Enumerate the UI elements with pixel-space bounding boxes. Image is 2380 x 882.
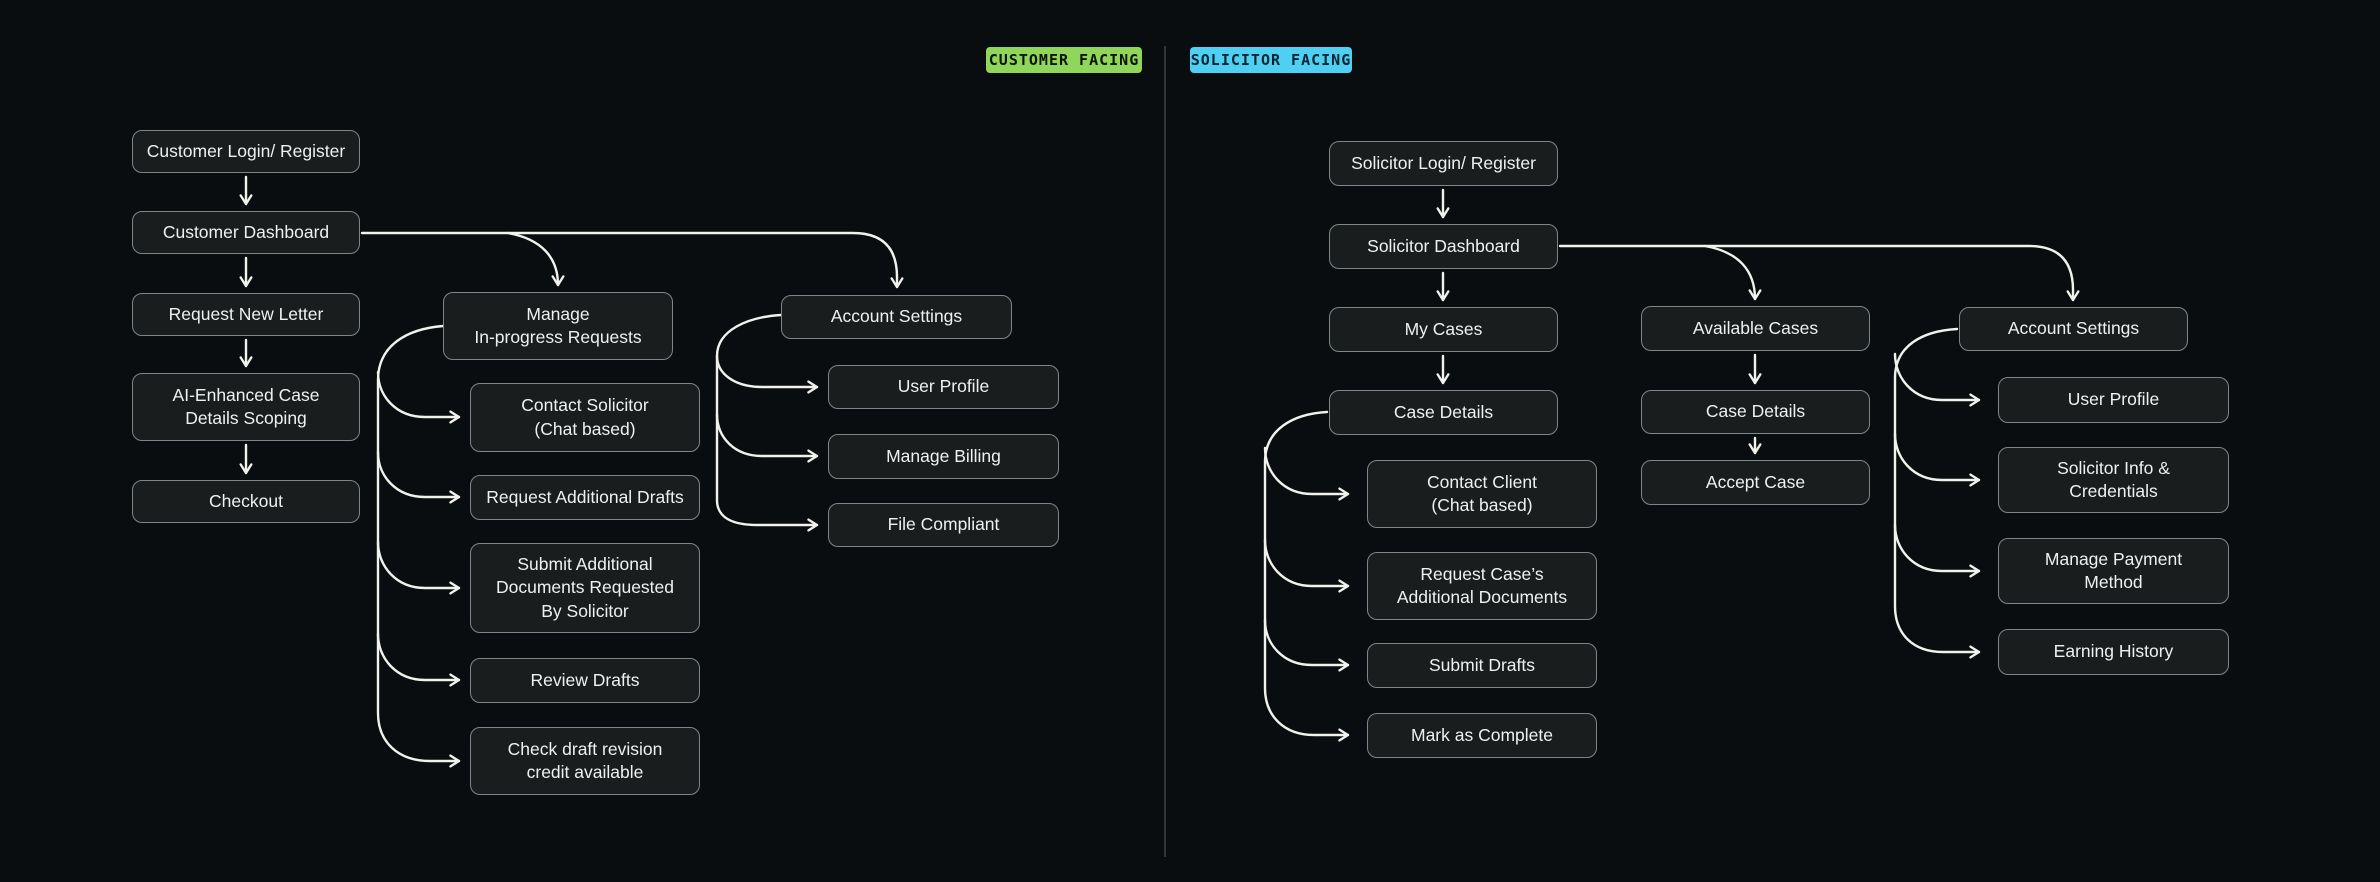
node-customer-login-register[interactable]: Customer Login/ Register <box>132 130 360 173</box>
connector <box>715 412 819 463</box>
node-label: Manage Billing <box>886 445 1001 466</box>
node-label: Solicitor Info & Credentials <box>2057 457 2170 501</box>
node-user-profile-solicitor[interactable]: User Profile <box>1998 377 2229 423</box>
node-earning-history[interactable]: Earning History <box>1998 629 2229 675</box>
node-manage-payment-method[interactable]: Manage Payment Method <box>1998 538 2229 604</box>
connector <box>376 540 461 595</box>
node-label: Request Case’s Additional Documents <box>1396 563 1568 607</box>
node-label: Account Settings <box>2007 318 2140 339</box>
node-label: Case Details <box>1705 401 1806 422</box>
node-submit-additional-documents[interactable]: Submit Additional Documents Requested By… <box>470 543 700 633</box>
node-label: Solicitor Login/ Register <box>1351 152 1536 173</box>
node-request-new-letter[interactable]: Request New Letter <box>132 293 360 336</box>
node-label: Submit Drafts <box>1429 654 1535 675</box>
connector <box>1893 327 1981 659</box>
node-label: User Profile <box>2067 389 2160 410</box>
connector <box>376 632 461 687</box>
node-label: User Profile <box>897 376 990 397</box>
connector <box>376 324 461 768</box>
node-mark-as-complete[interactable]: Mark as Complete <box>1367 713 1597 758</box>
badge-solicitor-facing[interactable]: SOLICITOR FACING <box>1190 47 1352 73</box>
badge-label: CUSTOMER FACING <box>988 51 1140 69</box>
node-customer-dashboard[interactable]: Customer Dashboard <box>132 211 360 254</box>
node-label: Review Drafts <box>530 669 640 690</box>
node-label: Request Additional Drafts <box>486 486 684 507</box>
node-label: Available Cases <box>1692 317 1819 338</box>
node-manage-billing[interactable]: Manage Billing <box>828 434 1059 479</box>
node-label: Request New Letter <box>168 303 324 324</box>
connector <box>360 231 904 289</box>
node-label: Account Settings <box>830 306 963 327</box>
connector <box>1893 352 1981 407</box>
node-contact-solicitor[interactable]: Contact Solicitor (Chat based) <box>470 383 700 452</box>
node-label: Customer Dashboard <box>162 221 330 242</box>
node-review-drafts[interactable]: Review Drafts <box>470 658 700 703</box>
node-label: Contact Solicitor (Chat based) <box>521 395 649 439</box>
node-manage-in-progress-requests[interactable]: Manage In-progress Requests <box>443 292 673 360</box>
connector <box>376 450 461 504</box>
node-label: My Cases <box>1404 318 1483 339</box>
node-submit-drafts[interactable]: Submit Drafts <box>1367 643 1597 688</box>
node-solicitor-dashboard[interactable]: Solicitor Dashboard <box>1329 224 1558 269</box>
node-label: Checkout <box>209 490 283 511</box>
connector <box>715 313 819 532</box>
connector <box>1263 618 1350 672</box>
connector <box>1893 432 1981 487</box>
node-request-additional-drafts[interactable]: Request Additional Drafts <box>470 475 700 520</box>
node-label: Customer Login/ Register <box>146 140 346 161</box>
node-solicitor-info-credentials[interactable]: Solicitor Info & Credentials <box>1998 447 2229 513</box>
node-my-cases[interactable]: My Cases <box>1329 307 1558 352</box>
node-checkout[interactable]: Checkout <box>132 480 360 523</box>
badge-customer-facing[interactable]: CUSTOMER FACING <box>986 47 1142 73</box>
node-file-compliant[interactable]: File Compliant <box>828 503 1059 547</box>
badge-label: SOLICITOR FACING <box>1190 51 1352 69</box>
node-label: Manage Payment Method <box>2044 548 2183 592</box>
node-case-details-my-cases[interactable]: Case Details <box>1329 390 1558 435</box>
node-label: Check draft revision credit available <box>507 738 663 782</box>
node-request-case-additional-documents[interactable]: Request Case’s Additional Documents <box>1367 552 1597 620</box>
node-label: Accept Case <box>1705 471 1806 492</box>
node-label: Case Details <box>1393 401 1494 422</box>
node-label: AI-Enhanced Case Details Scoping <box>172 384 320 428</box>
node-solicitor-login-register[interactable]: Solicitor Login/ Register <box>1329 141 1558 186</box>
node-check-draft-revision-credit[interactable]: Check draft revision credit available <box>470 727 700 795</box>
connector <box>506 231 565 287</box>
node-label: File Compliant <box>887 514 1000 535</box>
node-label: Mark as Complete <box>1411 724 1553 745</box>
node-label: Solicitor Dashboard <box>1367 235 1520 256</box>
connector <box>1703 244 1762 301</box>
node-label: Manage In-progress Requests <box>474 303 642 347</box>
node-accept-case[interactable]: Accept Case <box>1641 460 1870 505</box>
node-case-details-available[interactable]: Case Details <box>1641 390 1870 434</box>
node-label: Earning History <box>2053 641 2174 662</box>
node-contact-client[interactable]: Contact Client (Chat based) <box>1367 460 1597 528</box>
connector <box>1558 244 2080 302</box>
node-ai-enhanced-case-details-scoping[interactable]: AI-Enhanced Case Details Scoping <box>132 373 360 441</box>
connector <box>1263 538 1350 593</box>
connector <box>1263 410 1350 742</box>
connector <box>1263 446 1350 501</box>
connector <box>715 354 819 394</box>
connector <box>376 370 461 424</box>
node-user-profile-customer[interactable]: User Profile <box>828 365 1059 409</box>
node-label: Contact Client (Chat based) <box>1427 471 1537 515</box>
node-account-settings-customer[interactable]: Account Settings <box>781 295 1012 339</box>
node-available-cases[interactable]: Available Cases <box>1641 306 1870 351</box>
node-label: Submit Additional Documents Requested By… <box>495 554 675 621</box>
connector <box>1893 523 1981 578</box>
node-account-settings-solicitor[interactable]: Account Settings <box>1959 307 2188 351</box>
